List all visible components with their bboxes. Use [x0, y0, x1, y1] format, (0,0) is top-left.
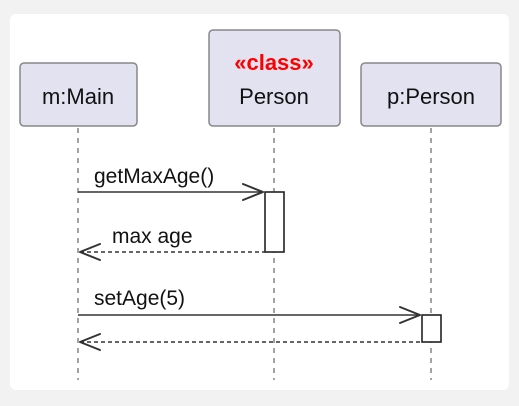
participant-person-object-box — [360, 62, 502, 127]
message-set-age: setAge(5) — [78, 287, 421, 324]
arrowhead-icon — [79, 243, 101, 261]
participant-person-class-label: Person — [239, 84, 309, 109]
participant-stereotype: «class» — [234, 50, 314, 75]
message-label: max age — [112, 225, 193, 248]
participant-person-object[interactable]: p:Person — [360, 62, 502, 127]
activation-person-class — [264, 191, 285, 253]
arrowhead-icon — [399, 306, 421, 324]
message-set-age-return — [79, 333, 422, 351]
message-label: getMaxAge() — [94, 165, 214, 188]
activation-person-object — [421, 314, 442, 343]
message-label: setAge(5) — [94, 287, 185, 310]
message-get-max-age: getMaxAge() — [78, 165, 264, 201]
arrowhead-icon — [242, 183, 264, 201]
arrowhead-icon — [79, 333, 101, 351]
participant-main-label: m:Main — [42, 84, 114, 109]
message-max-age-return: max age — [79, 225, 265, 261]
participant-person-class[interactable]: «class» Person — [208, 29, 341, 127]
participant-person-object-label: p:Person — [387, 84, 475, 109]
participant-main-box — [19, 62, 138, 127]
participant-person-class-box — [208, 29, 341, 127]
participant-main[interactable]: m:Main — [19, 62, 138, 127]
